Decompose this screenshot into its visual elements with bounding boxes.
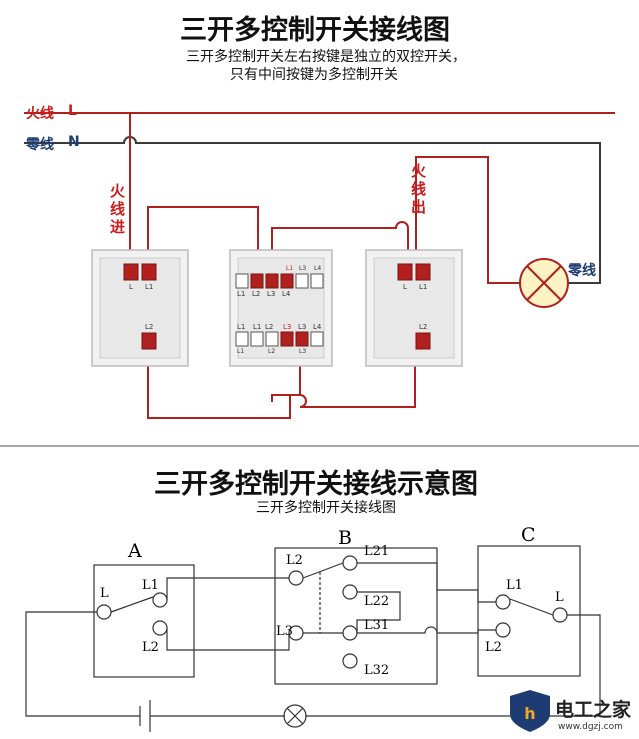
- c-l1-label: L1: [506, 578, 523, 593]
- mid-bottom-label: L3: [298, 323, 307, 331]
- mid-small-bot: L3: [299, 348, 307, 355]
- bottom-subtitle: 三开多控制开关接线图: [256, 500, 396, 516]
- mid-small-top: L1: [286, 265, 294, 272]
- middle-switch-panel: [229, 249, 333, 367]
- box-c-label: C: [521, 524, 536, 546]
- bottom-title: 三开多控制开关接线示意图: [154, 469, 478, 500]
- watermark-logo-icon: h: [510, 690, 550, 732]
- left-switch-t2-label: L1: [145, 283, 154, 291]
- mid-small-bot: L2: [268, 348, 276, 355]
- box-b: [274, 547, 438, 685]
- watermark-url: www.dgzj.com: [558, 722, 623, 732]
- svg-text:h: h: [524, 704, 535, 723]
- b-l2-label: L2: [286, 553, 303, 568]
- mid-bottom-label: L3: [283, 323, 292, 331]
- right-switch-b-label: L2: [419, 323, 428, 331]
- live-in-label: 火线进: [110, 182, 126, 236]
- link-b-wire: [147, 343, 291, 419]
- mid-bottom-label: L2: [265, 323, 274, 331]
- top-subtitle-line1: 三开多控制开关左右按键是独立的双控开关，: [186, 49, 466, 65]
- left-switch-panel: [91, 249, 189, 367]
- live-label: 火线: [26, 106, 54, 122]
- right-switch-t1-label: L: [403, 283, 407, 291]
- a-l2-label: L2: [142, 640, 159, 655]
- mid-top-label: L1: [237, 290, 246, 298]
- mid-small-top: L3: [299, 265, 307, 272]
- c-l-label: L: [555, 590, 564, 605]
- b-l3-label: L3: [276, 624, 293, 639]
- neutral-wire: [24, 136, 601, 284]
- mid-top-label: L3: [267, 290, 276, 298]
- top-title: 三开多控制开关接线图: [180, 15, 450, 46]
- link-c-wire: [271, 221, 409, 270]
- top-subtitle-line2: 只有中间按键为多控制开关: [230, 67, 398, 83]
- b-l31-label: L31: [364, 618, 390, 633]
- mid-small-top: L4: [314, 265, 322, 272]
- mid-bottom-label: L1: [237, 323, 246, 331]
- link-a-wire: [147, 206, 259, 270]
- neutral-letter: N: [68, 134, 80, 150]
- live-out-label: 火线出: [411, 162, 427, 216]
- box-a-label: A: [128, 540, 142, 562]
- mid-top-label: L4: [282, 290, 291, 298]
- box-a: [93, 564, 195, 678]
- left-switch-b-label: L2: [145, 323, 154, 331]
- mid-bottom-label: L4: [313, 323, 322, 331]
- b-l22-label: L22: [364, 594, 390, 609]
- box-b-label: B: [338, 527, 352, 549]
- lamp-symbol: [519, 258, 569, 308]
- c-l2-label: L2: [485, 640, 502, 655]
- live-letter: L: [68, 103, 77, 119]
- neutral-label: 零线: [26, 137, 54, 153]
- b-l32-label: L32: [364, 663, 390, 678]
- live-out-wire: [415, 156, 520, 284]
- b-l21-label: L21: [364, 544, 390, 559]
- lamp-neutral-label: 零线: [568, 263, 596, 279]
- a-l-label: L: [100, 586, 109, 601]
- link-d-wire: [271, 343, 416, 408]
- right-switch-t2-label: L1: [419, 283, 428, 291]
- a-l1-label: L1: [142, 578, 159, 593]
- right-switch-panel: [365, 249, 463, 367]
- watermark-name: 电工之家: [555, 699, 632, 721]
- box-c: [477, 545, 581, 677]
- left-switch-t1-label: L: [129, 283, 133, 291]
- mid-bottom-label: L1: [253, 323, 262, 331]
- mid-small-bot: L1: [237, 348, 245, 355]
- mid-top-label: L2: [252, 290, 261, 298]
